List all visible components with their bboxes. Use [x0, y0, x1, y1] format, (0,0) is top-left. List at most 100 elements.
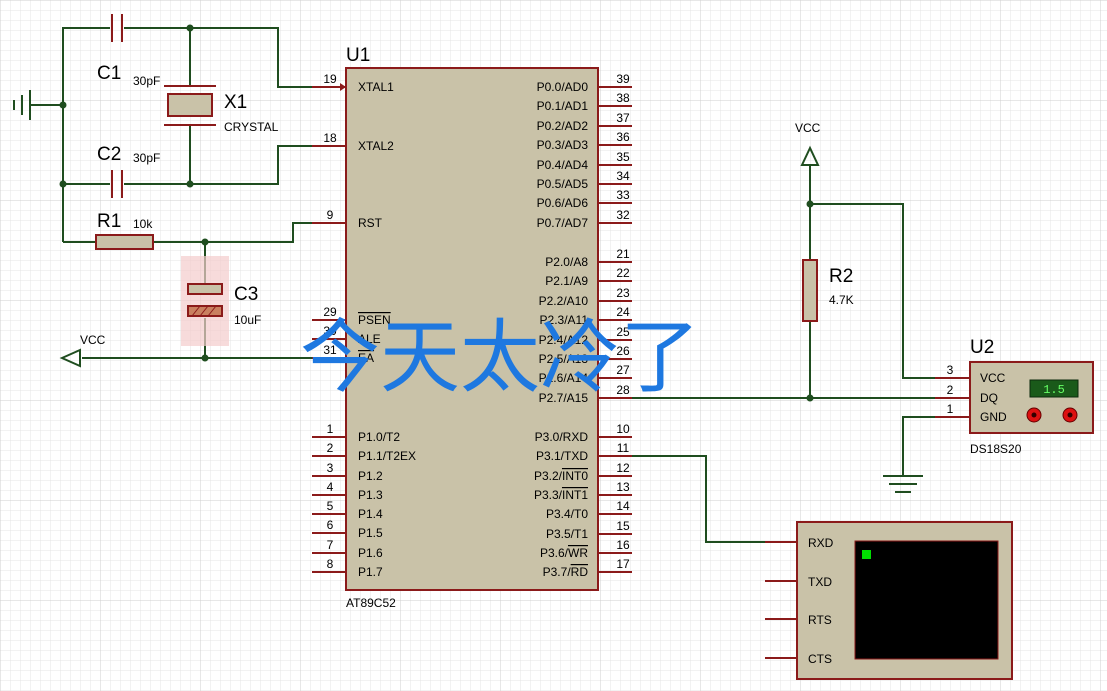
c3-ref: C3 — [234, 284, 258, 305]
mcu-pin-label: P1.1/T2EX — [358, 449, 416, 463]
mcu-pin-label: XTAL2 — [358, 139, 394, 153]
c1-value: 30pF — [133, 74, 160, 88]
capacitor-c1[interactable]: C1 30pF — [97, 14, 160, 88]
mcu-pin-p1-7[interactable]: 8P1.7 — [312, 557, 383, 579]
x1-ref: X1 — [224, 92, 247, 113]
c3-value: 10uF — [234, 313, 261, 327]
mcu-pin-p1-5[interactable]: 6P1.5 — [312, 518, 383, 540]
terminal-pin-txd[interactable]: TXD — [765, 575, 832, 589]
mcu-pin-label: P2.5/A13 — [539, 352, 589, 366]
terminal-pin-cts[interactable]: CTS — [765, 652, 832, 666]
mcu-u1[interactable]: U1 AT89C52 19XTAL118XTAL29RST29PSEN30ALE… — [312, 45, 632, 610]
vcc-left-label: VCC — [80, 333, 106, 347]
terminal-pin-label: RXD — [808, 536, 834, 550]
mcu-pin-number: 4 — [327, 480, 334, 494]
mcu-pin-number: 13 — [616, 480, 630, 494]
c2-value: 30pF — [133, 151, 160, 165]
mcu-pin-label: P2.1/A9 — [545, 274, 588, 288]
resistor-r1[interactable]: R1 10k — [95, 211, 154, 250]
mcu-pin-p1-3[interactable]: 4P1.3 — [312, 480, 383, 502]
mcu-pin-number: 28 — [616, 383, 630, 397]
mcu-pin-p1-4[interactable]: 5P1.4 — [312, 499, 383, 521]
sensor-display-value: 1.5 — [1043, 383, 1065, 397]
mcu-pin-number: 31 — [323, 343, 337, 357]
sensor-decrement-button[interactable] — [1026, 407, 1042, 423]
mcu-pin-p1-1-t2ex[interactable]: 2P1.1/T2EX — [312, 441, 416, 463]
sensor-increment-button[interactable] — [1062, 407, 1078, 423]
mcu-pin-label: P3.7/RD — [543, 565, 589, 579]
mcu-pin-number: 33 — [616, 188, 630, 202]
mcu-pin-label: P0.1/AD1 — [537, 99, 589, 113]
capacitor-c2[interactable]: C2 30pF — [97, 144, 160, 198]
r2-value: 4.7K — [829, 293, 854, 307]
mcu-pin-label: ALE — [358, 332, 381, 346]
mcu-pin-number: 35 — [616, 150, 630, 164]
mcu-pin-number: 29 — [323, 305, 337, 319]
mcu-pin-label: P3.1/TXD — [536, 449, 588, 463]
mcu-pin-number: 26 — [616, 344, 630, 358]
sensor-pin-dq[interactable]: 2DQ — [935, 383, 998, 405]
mcu-pin-number: 16 — [616, 538, 630, 552]
mcu-pin-label: P2.7/A15 — [539, 391, 589, 405]
terminal-pin-rxd[interactable]: RXD — [765, 536, 834, 550]
mcu-pin-label: P1.7 — [358, 565, 383, 579]
mcu-pin-p1-0-t2[interactable]: 1P1.0/T2 — [312, 422, 400, 444]
resistor-r2[interactable]: R2 4.7K — [802, 259, 854, 322]
capacitor-c3[interactable]: C3 10uF — [181, 256, 261, 346]
terminal-pin-rts[interactable]: RTS — [765, 613, 832, 627]
mcu-pin-label: P1.6 — [358, 546, 383, 560]
mcu-pin-p1-6[interactable]: 7P1.6 — [312, 538, 383, 560]
mcu-pin-number: 38 — [616, 91, 630, 105]
mcu-body — [345, 67, 599, 591]
ground-symbol-left — [13, 90, 31, 120]
mcu-pin-p1-2[interactable]: 3P1.2 — [312, 461, 383, 483]
virtual-terminal[interactable]: RXD TXD RTS CTS — [765, 521, 1013, 680]
sensor-pin-label: VCC — [980, 371, 1006, 385]
mcu-pin-label: P3.4/T0 — [546, 507, 588, 521]
mcu-pin-label: RST — [358, 216, 383, 230]
c1-ref: C1 — [97, 63, 121, 84]
mcu-left-pins: 19XTAL118XTAL29RST29PSEN30ALE31EA1P1.0/T… — [312, 72, 416, 579]
terminal-pins: RXD TXD RTS CTS — [765, 536, 834, 666]
mcu-pin-number: 24 — [616, 305, 630, 319]
vcc-terminal-left: VCC — [59, 333, 106, 368]
mcu-pin-label: PSEN — [358, 313, 391, 327]
crystal-x1[interactable]: X1 CRYSTAL — [164, 85, 279, 134]
terminal-screen[interactable] — [854, 540, 999, 660]
mcu-pin-number: 25 — [616, 325, 630, 339]
